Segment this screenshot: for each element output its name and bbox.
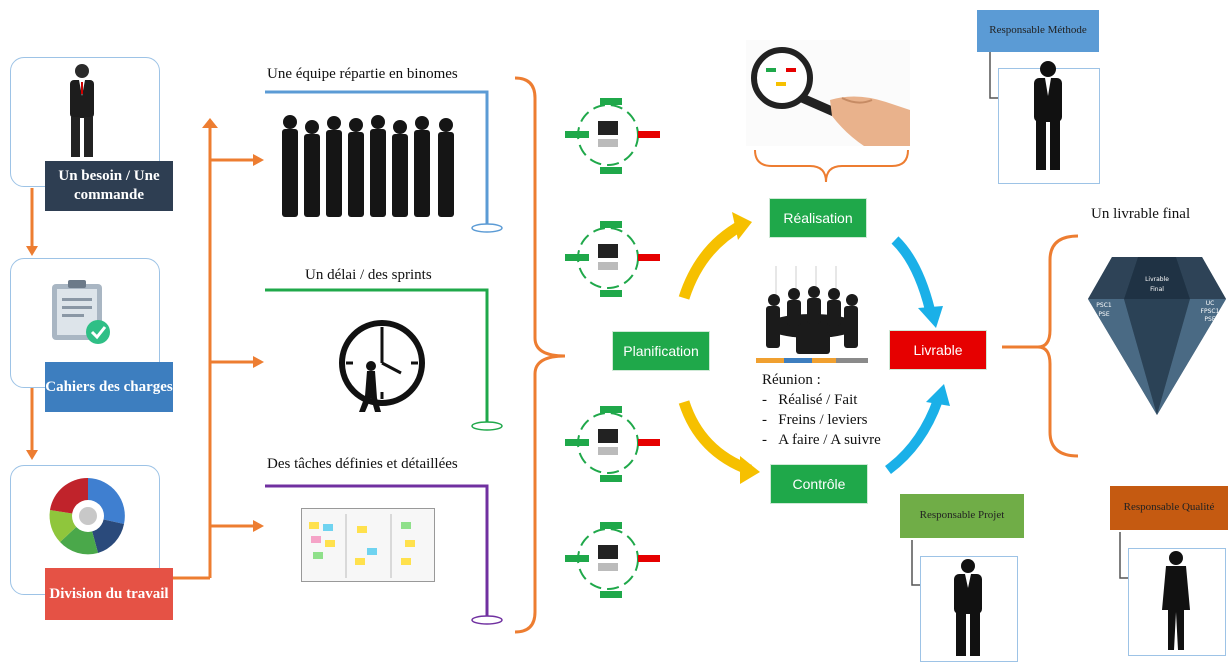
clipboard-check-icon bbox=[52, 280, 110, 344]
svg-text:PSE: PSE bbox=[1098, 311, 1109, 318]
delai-title: Un délai / des sprints bbox=[305, 267, 432, 283]
livrable-box: Livrable bbox=[889, 330, 987, 370]
taches-title: Des tâches définies et détaillées bbox=[267, 456, 458, 472]
team-silhouettes-icon bbox=[282, 115, 454, 217]
reunion-heading: Réunion : bbox=[762, 372, 821, 388]
besoin-label: Un besoin / Une commande bbox=[45, 161, 173, 211]
qualite-role: Responsable Qualité bbox=[1110, 486, 1228, 530]
reunion-item-3-text: A faire / A suivre bbox=[778, 432, 881, 448]
division-label: Division du travail bbox=[45, 568, 173, 620]
meeting-silhouette-icon bbox=[756, 266, 868, 363]
svg-text:PSC1: PSC1 bbox=[1096, 302, 1112, 309]
pie-donut-icon bbox=[49, 477, 125, 555]
svg-text:Livrable: Livrable bbox=[1145, 276, 1169, 283]
svg-text:UC: UC bbox=[1206, 300, 1215, 307]
realisation-box: Réalisation bbox=[769, 198, 867, 238]
kanban-board-icon bbox=[301, 508, 435, 582]
reunion-item-2: - Freins / leviers bbox=[762, 412, 868, 428]
equipe-title: Une équipe répartie en binomes bbox=[267, 66, 458, 82]
magnifier-hand-icon bbox=[746, 40, 910, 146]
cahier-label: Cahiers des charges bbox=[45, 362, 173, 412]
svg-text:PSE: PSE bbox=[1204, 316, 1215, 323]
projet-role: Responsable Projet bbox=[900, 494, 1024, 538]
businessman-icon bbox=[70, 64, 94, 157]
methode-person-icon bbox=[1034, 61, 1062, 170]
methode-role: Responsable Méthode bbox=[977, 10, 1099, 52]
clock-icon bbox=[339, 320, 425, 412]
projet-person-icon bbox=[954, 559, 982, 656]
controle-box: Contrôle bbox=[770, 464, 868, 504]
planification-box: Planification bbox=[612, 331, 710, 371]
diamond-gem-icon: Livrable Final PSC1 PSE UC FPSC1 PSE bbox=[1088, 257, 1226, 415]
reunion-item-1-text: Réalisé / Fait bbox=[778, 392, 858, 408]
reunion-item-3: - A faire / A suivre bbox=[762, 432, 881, 448]
svg-text:Final: Final bbox=[1150, 286, 1164, 293]
reunion-item-1: - Réalisé / Fait bbox=[762, 392, 858, 408]
qualite-person-icon bbox=[1162, 551, 1190, 650]
reunion-item-2-text: Freins / leviers bbox=[778, 412, 868, 428]
svg-text:FPSC1: FPSC1 bbox=[1201, 308, 1220, 315]
sprint-cycle-icons bbox=[564, 98, 661, 599]
livrable-final-title: Un livrable final bbox=[1091, 206, 1191, 222]
